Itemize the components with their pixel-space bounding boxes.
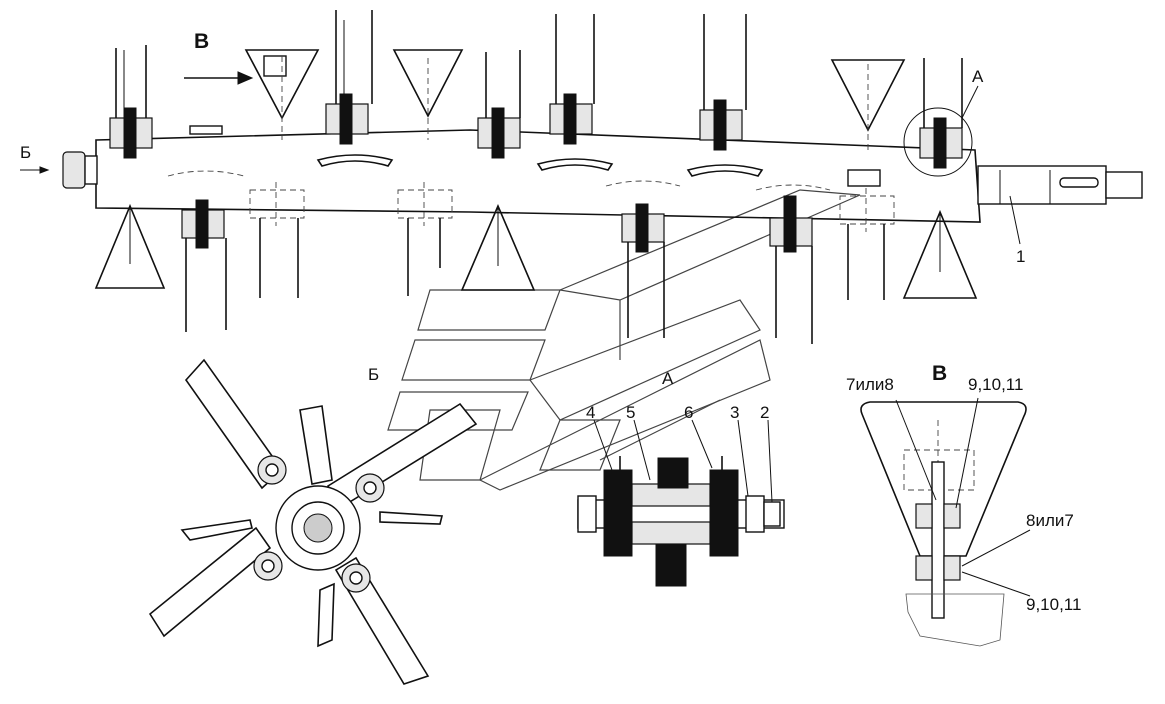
rotor-assembly [20, 10, 1143, 344]
label-view-v-9-10-11-bottom: 9,10,11 [1026, 595, 1081, 614]
arm-2 [326, 402, 478, 510]
label-section-b: Б [368, 365, 379, 384]
rotor-shaft [95, 129, 981, 223]
upper-hub-6 [919, 58, 963, 169]
lower-triangle-blade-2 [460, 203, 536, 291]
view-v-blade-mount [860, 397, 1031, 647]
upper-hub-4 [536, 14, 614, 171]
label-view-v-title: В [932, 362, 947, 385]
upper-triangle-blade-1 [244, 49, 320, 120]
lower-hub-2 [249, 182, 305, 298]
section-b-end-view [148, 358, 478, 685]
label-callout-a: А [972, 67, 984, 86]
label-part-3: 3 [730, 403, 739, 422]
label-part-5: 5 [626, 403, 635, 422]
label-part-1: 1 [1016, 247, 1025, 266]
label-view-v-9-10-11-top: 9,10,11 [968, 375, 1023, 394]
label-view-v-7or8: 7или8 [846, 375, 894, 394]
section-a-cross-section [577, 419, 785, 587]
upper-triangle-blade-3 [830, 59, 906, 132]
label-view-b-side: Б [20, 143, 31, 162]
label-part-2: 2 [760, 403, 769, 422]
lower-hub-6 [839, 188, 895, 300]
upper-hub-3 [477, 50, 521, 159]
watermark-logo [387, 189, 861, 491]
label-section-a: А [662, 369, 674, 388]
label-view-b-top: В [194, 30, 209, 53]
lower-triangle-blade-1 [94, 203, 166, 289]
lower-hub-5 [755, 184, 831, 344]
upper-hub-5 [686, 14, 764, 177]
upper-triangle-blade-2 [392, 49, 464, 118]
label-view-v-8or7: 8или7 [1026, 511, 1074, 530]
lower-triangle-blade-3 [902, 209, 978, 299]
label-part-4: 4 [586, 403, 595, 422]
left-coupling [62, 151, 86, 189]
label-part-6: 6 [684, 403, 693, 422]
upper-hub-1 [109, 45, 153, 159]
lower-hub-1 [167, 170, 245, 332]
arm-3 [148, 526, 272, 638]
upper-hub-2 [316, 10, 394, 167]
lower-hub-4 [605, 180, 681, 338]
lower-hub-3 [397, 182, 453, 296]
callout-a-circle [903, 107, 973, 177]
